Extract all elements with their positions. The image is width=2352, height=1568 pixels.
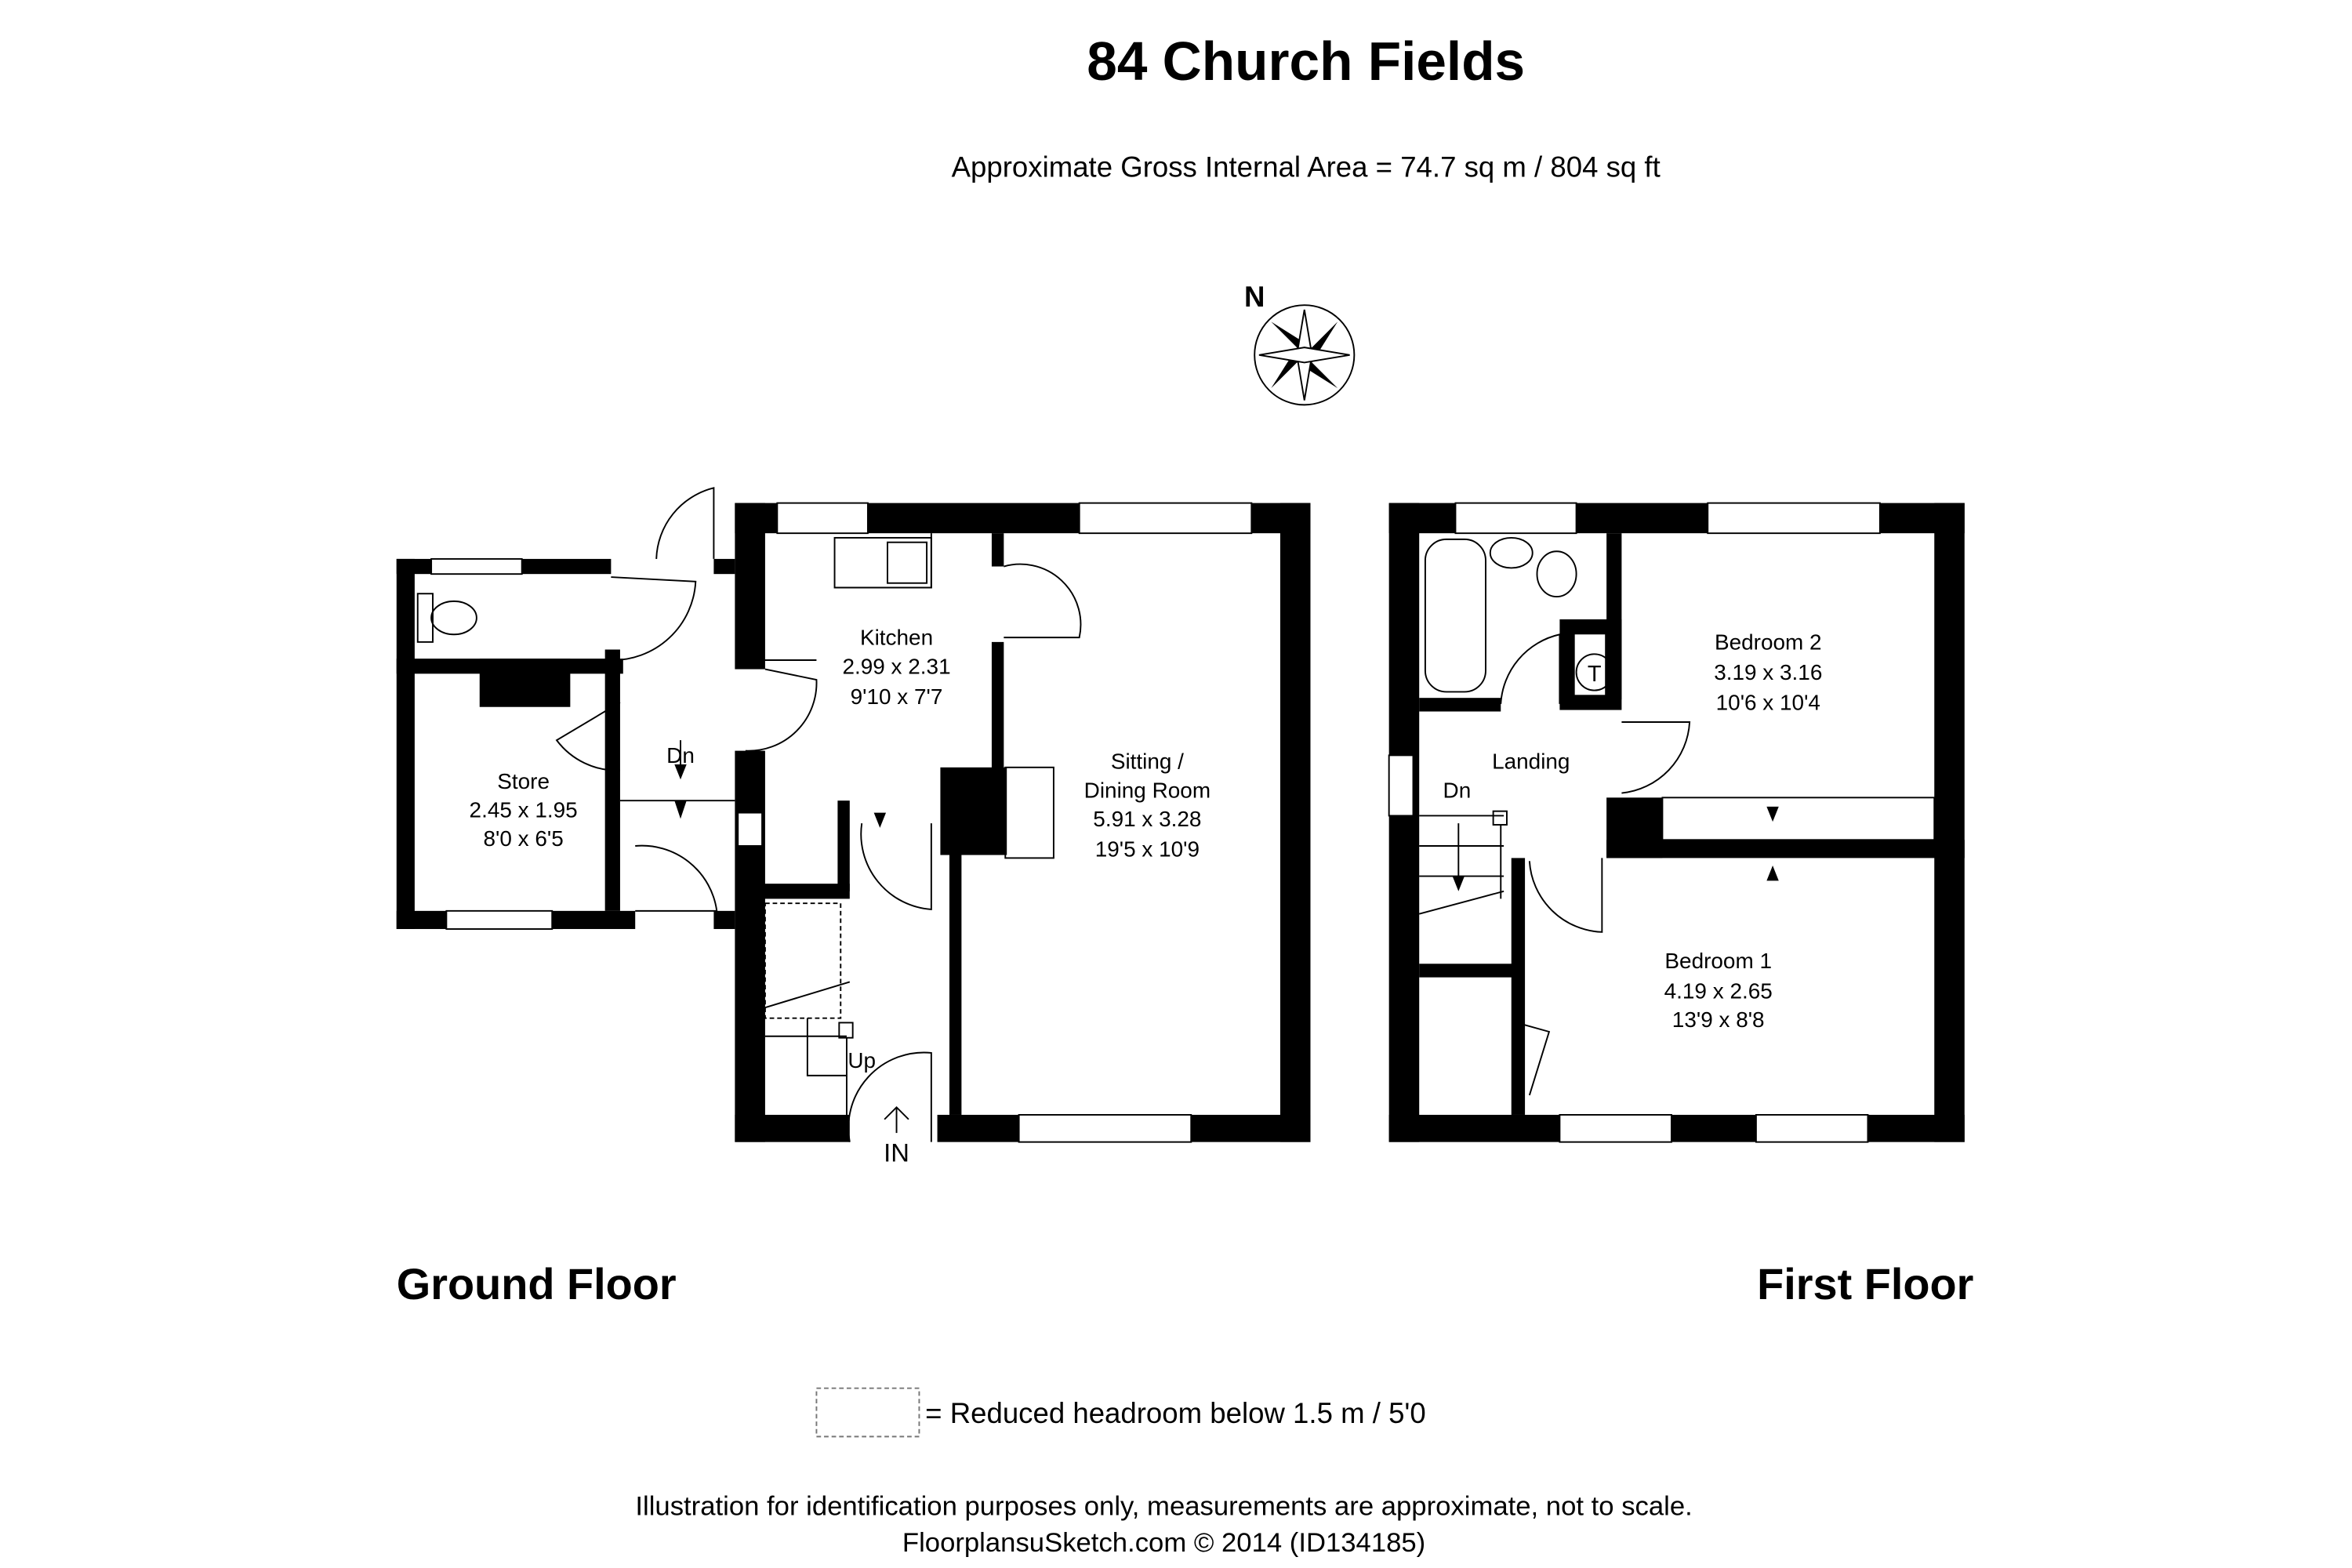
first-floor-label: First Floor xyxy=(1757,1259,1973,1308)
bedroom1-imperial: 13'9 x 8'8 xyxy=(1672,1007,1765,1032)
kitchen-name: Kitchen xyxy=(860,626,933,650)
store-name: Store xyxy=(497,769,550,793)
sitting-name-2: Dining Room xyxy=(1084,778,1210,802)
bedroom2-metric: 3.19 x 3.16 xyxy=(1714,660,1822,684)
store-metric: 2.45 x 1.95 xyxy=(470,797,578,822)
first-floor-plan xyxy=(1388,502,1965,1143)
kitchen-metric: 2.99 x 2.31 xyxy=(842,654,950,678)
measure-arrow-icons xyxy=(1452,806,1779,891)
sitting-metric: 5.91 x 3.28 xyxy=(1093,807,1201,831)
copyright: FloorplansuSketch.com © 2014 (ID134185) xyxy=(902,1528,1425,1558)
arrow-icons xyxy=(674,740,887,828)
bedroom2-imperial: 10'6 x 10'4 xyxy=(1716,691,1820,715)
reduced-headroom-swatch xyxy=(815,1387,920,1438)
landing-name: Landing xyxy=(1492,750,1570,774)
ground-stairs-up: Up xyxy=(848,1048,876,1073)
compass-icon xyxy=(1254,304,1356,406)
tank-label: T xyxy=(1588,662,1602,687)
kitchen-imperial: 9'10 x 7'7 xyxy=(851,684,943,709)
disclaimer: Illustration for identification purposes… xyxy=(635,1492,1692,1522)
ground-stairs-down: Dn xyxy=(666,743,695,768)
legend-text: = Reduced headroom below 1.5 m / 5'0 xyxy=(925,1397,1426,1429)
north-label: N xyxy=(1244,281,1265,313)
first-stairs-down: Dn xyxy=(1443,778,1472,802)
page-title: 84 Church Fields xyxy=(1087,31,1525,92)
store-imperial: 8'0 x 6'5 xyxy=(483,826,563,851)
ground-floor-label: Ground Floor xyxy=(397,1259,677,1308)
sitting-name: Sitting / xyxy=(1111,750,1184,774)
gross-area: Approximate Gross Internal Area = 74.7 s… xyxy=(952,151,1661,183)
entrance-arrow-icon xyxy=(884,1105,909,1134)
bedroom2-name: Bedroom 2 xyxy=(1715,630,1822,655)
entrance-label: IN xyxy=(884,1138,909,1167)
sitting-imperial: 19'5 x 10'9 xyxy=(1095,837,1200,861)
bedroom1-metric: 4.19 x 2.65 xyxy=(1664,979,1773,1004)
ground-floor-plan xyxy=(396,487,1311,1143)
bedroom1-name: Bedroom 1 xyxy=(1664,949,1772,973)
